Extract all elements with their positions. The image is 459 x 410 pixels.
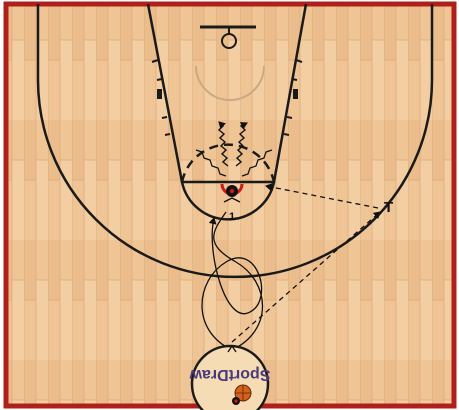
lane-block-left <box>157 89 162 99</box>
player-label: 1 <box>229 211 235 223</box>
player-marker-icon <box>226 185 238 197</box>
ball-handler-marker-icon <box>232 397 240 405</box>
coach-label: T <box>384 199 393 216</box>
lane-block-right <box>293 89 298 99</box>
logo-text: SportDraw <box>189 366 270 383</box>
